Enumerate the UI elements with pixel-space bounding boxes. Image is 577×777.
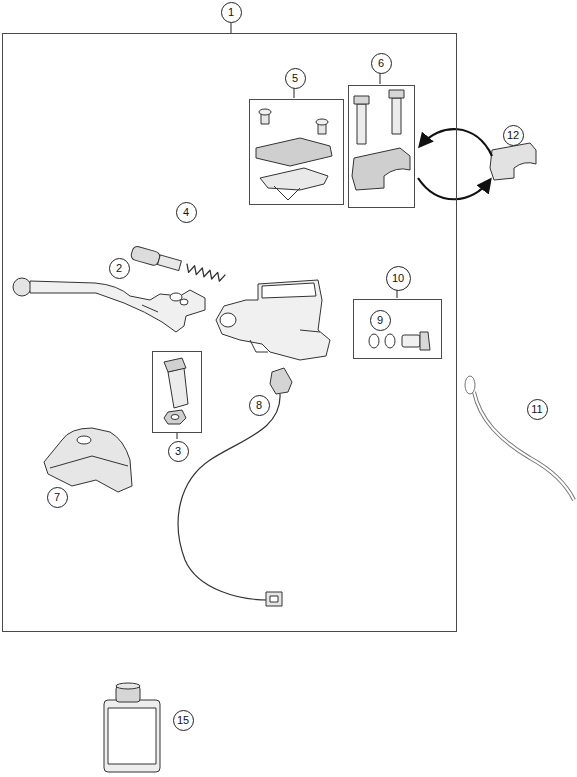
handlebar-clamp — [352, 90, 410, 190]
pivot-bolt-nut — [164, 358, 188, 424]
reservoir-cover — [256, 109, 332, 200]
lever-guard — [44, 428, 132, 492]
callout-number: 6 — [371, 53, 392, 74]
master-cylinder — [216, 280, 330, 360]
callout-number: 1 — [221, 2, 242, 23]
kit-frame: 3 — [152, 351, 202, 433]
assembly-frame: 156103 — [2, 33, 457, 632]
callout-number: 15 — [173, 710, 194, 731]
callout-number: 2 — [109, 258, 130, 279]
clutch-switch-cable — [178, 368, 292, 606]
callout-number: 7 — [47, 487, 68, 508]
kit-frame: 5 — [249, 99, 344, 205]
fluid-bottle — [104, 683, 160, 772]
handlebar-clamp-alt — [490, 143, 536, 180]
callout-number: 5 — [285, 68, 306, 89]
callout-number: 8 — [249, 395, 270, 416]
clutch-lever — [13, 278, 205, 332]
callout-number: 4 — [176, 202, 197, 223]
kit-frame: 6 — [348, 85, 415, 208]
piston-kit — [130, 245, 226, 285]
callout-number: 12 — [503, 125, 524, 146]
callout-number: 3 — [168, 441, 189, 462]
banjo-bolt-washers — [369, 332, 430, 350]
callout-number: 10 — [386, 266, 411, 291]
callout-number: 9 — [370, 310, 391, 331]
kit-frame: 10 — [353, 299, 442, 359]
clutch-hose — [465, 376, 574, 500]
callout-number: 11 — [527, 399, 548, 420]
swap-arrows — [418, 129, 492, 199]
